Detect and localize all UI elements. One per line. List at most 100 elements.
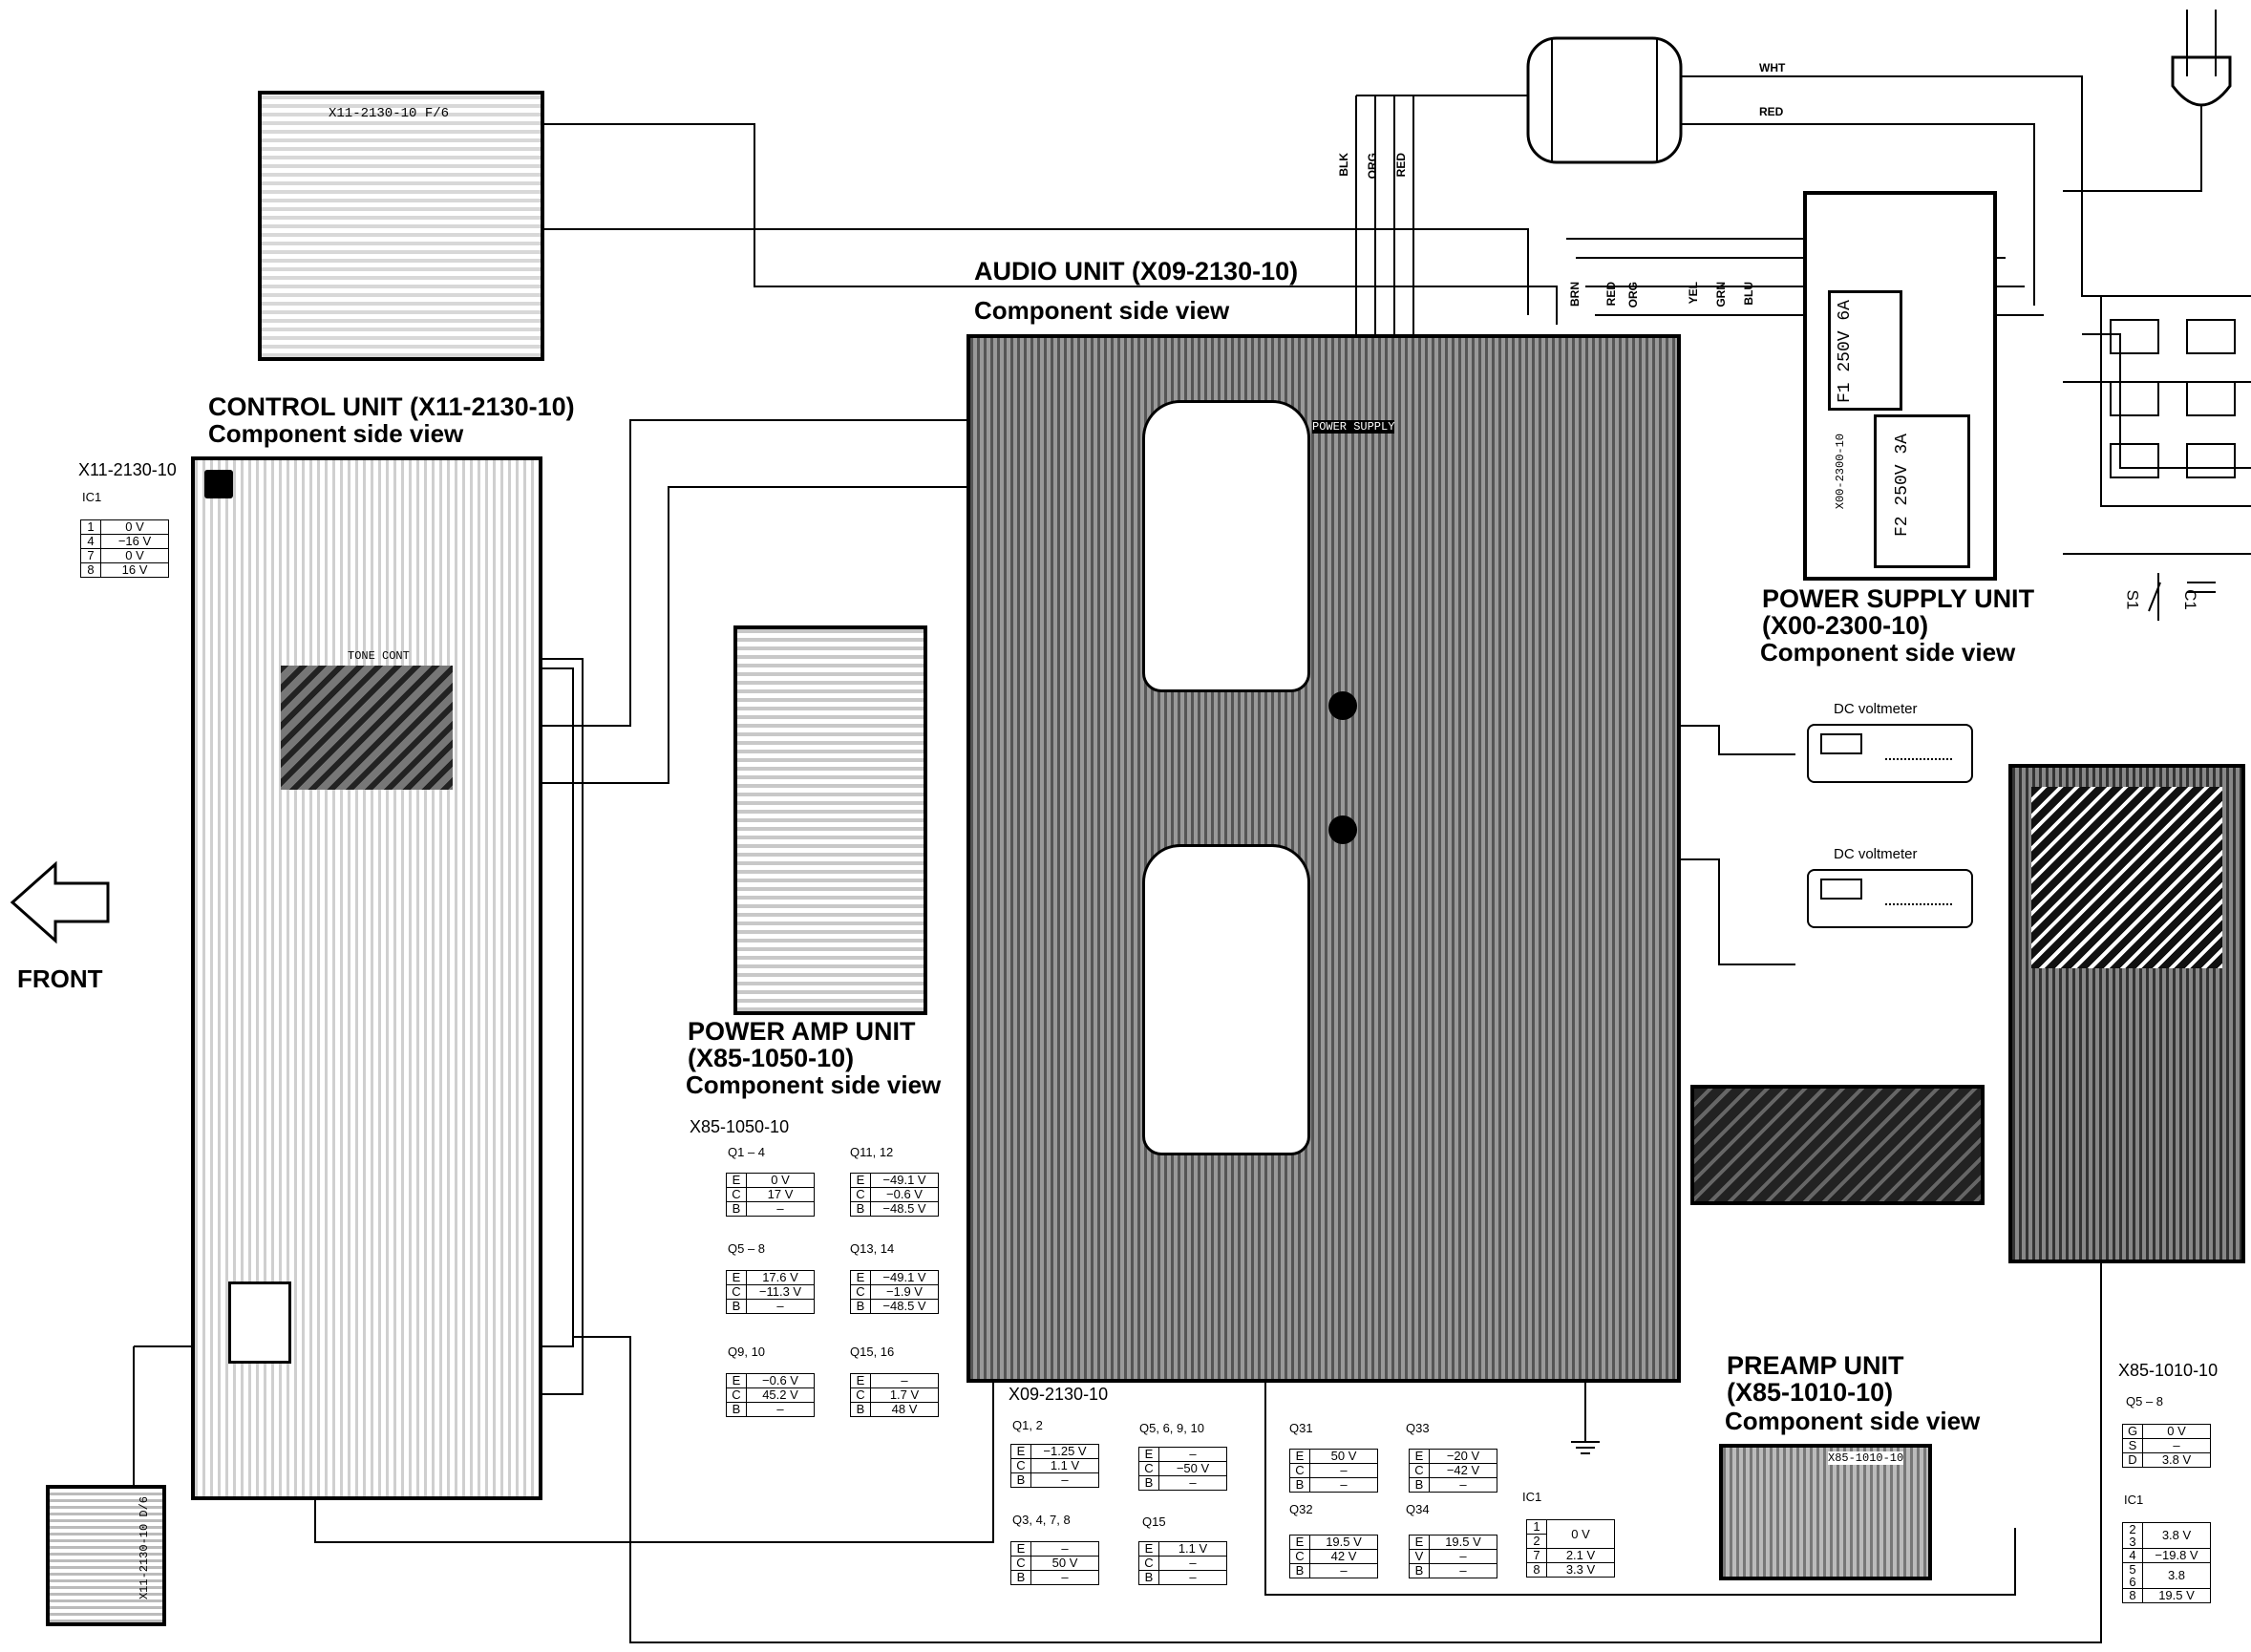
voltage-value: −49.1 V bbox=[870, 1270, 939, 1285]
pin-label: E bbox=[1138, 1541, 1159, 1557]
audio-group-label: Q3, 4, 7, 8 bbox=[1012, 1513, 1071, 1527]
control-sub-board-bottom-code: X11-2130-10 D/6 bbox=[138, 1496, 151, 1600]
psu-title-2: (X00-2300-10) bbox=[1762, 611, 1929, 640]
voltage-value: 45.2 V bbox=[746, 1387, 815, 1403]
voltage-value: – bbox=[1429, 1563, 1497, 1578]
heatsink-board-mid bbox=[1690, 1085, 1985, 1205]
voltage-value: 19.5 V bbox=[1429, 1535, 1497, 1550]
wire-label: YEL bbox=[1687, 282, 1700, 305]
pin-label: 8 bbox=[80, 562, 101, 578]
voltage-value: 3.3 V bbox=[1546, 1562, 1615, 1578]
voltage-value: −50 V bbox=[1158, 1461, 1227, 1476]
voltage-value: 42 V bbox=[1309, 1549, 1378, 1564]
pin-label: 2 bbox=[1526, 1534, 1547, 1549]
pin-label: C bbox=[1138, 1556, 1159, 1571]
pa-group-label: Q5 – 8 bbox=[728, 1241, 766, 1256]
pin-label: E bbox=[850, 1173, 871, 1188]
pin-label: B bbox=[726, 1402, 747, 1417]
audio-group-label: Q1, 2 bbox=[1012, 1418, 1043, 1432]
voltage-value: −1.9 V bbox=[870, 1284, 939, 1300]
pin-label: S bbox=[2122, 1438, 2143, 1453]
voltage-value: 3.8 V bbox=[2142, 1522, 2211, 1549]
voltage-value: −49.1 V bbox=[870, 1173, 939, 1188]
pin-label: D bbox=[2122, 1452, 2143, 1468]
pin-label: E bbox=[1138, 1447, 1159, 1462]
pin-label: E bbox=[1289, 1535, 1310, 1550]
pin-label: B bbox=[850, 1402, 871, 1417]
voltage-value: −16 V bbox=[100, 534, 169, 549]
control-sub-board-bottom: X11-2130-10 D/6 bbox=[46, 1485, 166, 1626]
pin-label: C bbox=[1138, 1461, 1159, 1476]
wire-label: RED bbox=[1759, 105, 1784, 118]
wire-label: BRN bbox=[1568, 282, 1582, 307]
voltage-value: – bbox=[1309, 1477, 1378, 1493]
pin-label: G bbox=[2122, 1424, 2143, 1439]
control-unit-title: CONTROL UNIT (X11-2130-10) bbox=[208, 392, 575, 421]
pin-label: B bbox=[1010, 1570, 1031, 1585]
pin-label: E bbox=[1289, 1449, 1310, 1464]
wire-label: WHT bbox=[1759, 61, 1786, 74]
preamp-title-2: (X85-1010-10) bbox=[1727, 1378, 1894, 1407]
pa-voltage-table: E−49.1 V C−1.9 V B−48.5 V bbox=[850, 1270, 939, 1314]
pin-label: B bbox=[726, 1201, 747, 1217]
voltage-value: −42 V bbox=[1429, 1463, 1497, 1478]
voltage-value: – bbox=[1030, 1472, 1099, 1488]
voltage-value: 50 V bbox=[1030, 1556, 1099, 1571]
voltage-value: – bbox=[1158, 1570, 1227, 1585]
front-arrow-icon bbox=[10, 860, 110, 944]
pin-label: 2 3 bbox=[2122, 1522, 2143, 1549]
voltage-value: – bbox=[746, 1402, 815, 1417]
pin-label: C bbox=[850, 1284, 871, 1300]
voltage-value: 0 V bbox=[100, 548, 169, 563]
pin-label: E bbox=[726, 1270, 747, 1285]
pin-label: 5 6 bbox=[2122, 1562, 2143, 1589]
pin-label: B bbox=[1289, 1563, 1310, 1578]
heatsink-board-right bbox=[2008, 764, 2245, 1263]
pin-label: B bbox=[1289, 1477, 1310, 1493]
power-amp-subtitle: Component side view bbox=[686, 1070, 942, 1099]
wire-label: GRN bbox=[1714, 282, 1728, 307]
control-sub-board-top: X11-2130-10 F/6 bbox=[258, 91, 544, 361]
pin-label: C bbox=[850, 1187, 871, 1202]
control-unit-subtitle: Component side view bbox=[208, 419, 464, 448]
pin-label: 1 bbox=[80, 519, 101, 535]
voltage-value: 0 V bbox=[2142, 1424, 2211, 1439]
control-table-title: X11-2130-10 bbox=[78, 460, 177, 479]
psu-title-1: POWER SUPPLY UNIT bbox=[1762, 584, 2035, 613]
voltage-value: 16 V bbox=[100, 562, 169, 578]
pin-label: E bbox=[1010, 1541, 1031, 1557]
power-supply-silk: POWER SUPPLY bbox=[1312, 420, 1395, 434]
pin-label: B bbox=[1010, 1472, 1031, 1488]
voltage-value: −20 V bbox=[1429, 1449, 1497, 1464]
fuse1-label: F1 250V 6A bbox=[1836, 300, 1855, 404]
voltage-value: 17 V bbox=[746, 1187, 815, 1202]
voltage-value: −0.6 V bbox=[870, 1187, 939, 1202]
audio-group-label: Q32 bbox=[1289, 1502, 1313, 1516]
front-label: FRONT bbox=[17, 964, 103, 993]
voltage-value: – bbox=[746, 1299, 815, 1314]
voltage-value: – bbox=[746, 1201, 815, 1217]
power-supply-board: F1 250V 6A F2 250V 3A X00-2300-10 bbox=[1803, 191, 1997, 581]
voltage-value: 3.8 V bbox=[2142, 1452, 2211, 1468]
audio-group-label: Q33 bbox=[1406, 1421, 1430, 1435]
voltage-value: −0.6 V bbox=[746, 1373, 815, 1388]
preamp-board-code: X85-1010-10 bbox=[1828, 1451, 1904, 1465]
pin-label: B bbox=[850, 1201, 871, 1217]
voltage-value: – bbox=[1158, 1475, 1227, 1491]
pa-group-label: Q15, 16 bbox=[850, 1345, 895, 1359]
wire-label: BLU bbox=[1742, 282, 1755, 306]
audio-voltage-table: E– C−50 V B– bbox=[1138, 1447, 1227, 1491]
voltage-value: 19.5 V bbox=[1309, 1535, 1378, 1550]
voltage-value: 48 V bbox=[870, 1402, 939, 1417]
pin-label: 1 bbox=[1526, 1519, 1547, 1535]
voltage-value: – bbox=[1158, 1447, 1227, 1462]
pin-label: C bbox=[1409, 1463, 1430, 1478]
pa-voltage-table: E−49.1 V C−0.6 V B−48.5 V bbox=[850, 1173, 939, 1217]
